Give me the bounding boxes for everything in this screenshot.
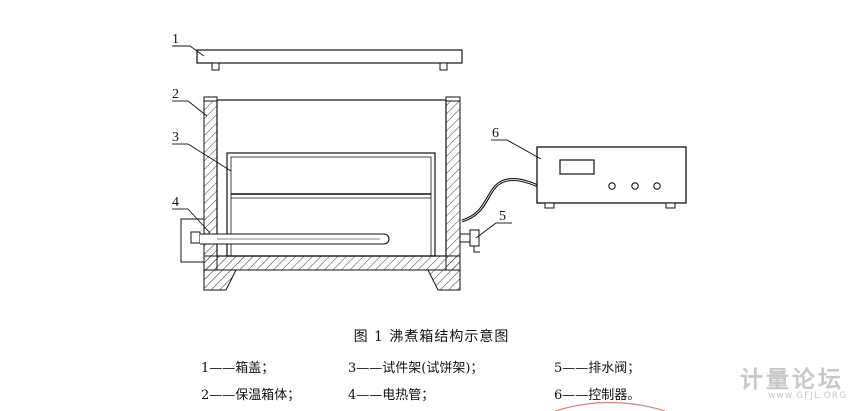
legend-item-5: 5——排水阀； — [554, 361, 641, 376]
insulated-box-body — [203, 96, 461, 291]
label-1: 1 — [172, 32, 179, 47]
lid — [196, 49, 463, 71]
drain-valve — [459, 229, 480, 253]
label-5: 5 — [499, 209, 506, 224]
label-2: 2 — [172, 87, 179, 102]
legend-item-3: 3——试件架(试饼架)； — [348, 361, 484, 376]
specimen-rack — [226, 152, 436, 257]
legend-item-1: 1——箱盖； — [201, 361, 275, 376]
label-4: 4 — [172, 195, 179, 210]
stamp-arc — [554, 401, 666, 411]
watermark-text: 计量论坛 — [740, 367, 844, 393]
electric-heating-tube — [180, 218, 390, 263]
legend-item-4: 4——电热管； — [348, 388, 435, 403]
watermark: 计量论坛 www.GFJL.ORG — [734, 360, 859, 408]
legend-item-6: 6——控制器。 — [554, 388, 641, 403]
label-6: 6 — [492, 126, 499, 141]
label-3: 3 — [172, 130, 179, 145]
legend-item-2: 2——保温箱体； — [201, 388, 301, 403]
leader-lines — [172, 45, 542, 239]
watermark-url: www.GFJL.ORG — [768, 391, 848, 401]
controller — [536, 146, 687, 209]
figure-caption: 图 1 沸煮箱结构示意图 — [353, 329, 510, 345]
